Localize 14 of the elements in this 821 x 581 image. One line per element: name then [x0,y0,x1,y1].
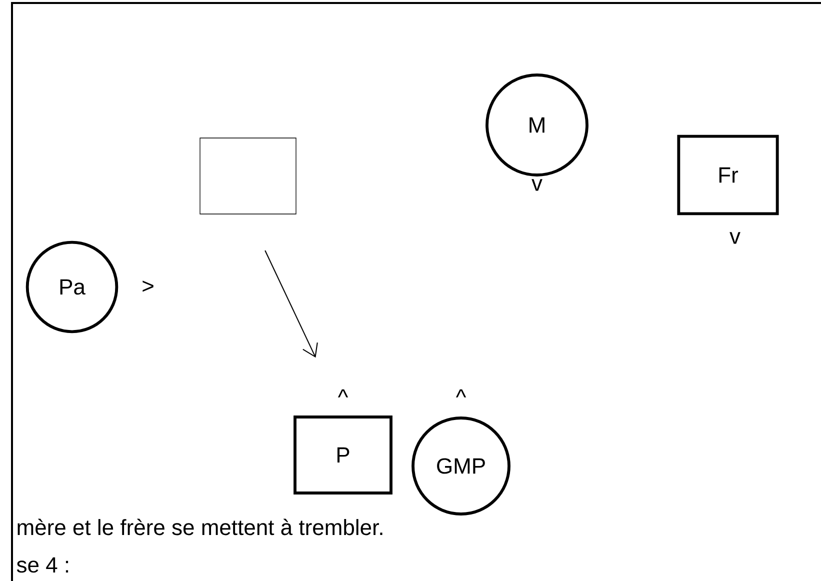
node-caption: > [142,280,154,292]
box-node: Fr [677,134,779,216]
node-caption: v [730,232,740,244]
node-caption: ^ [456,389,466,398]
node-caption: ^ [338,389,348,398]
circle-node: M [486,74,588,176]
arrow [264,250,318,358]
box-node: P [294,416,392,494]
circle-node: GMP [412,416,510,516]
box-node [200,138,296,214]
text-line: mère et le frère se mettent à trembler. [18,518,382,536]
node-caption: v [532,179,542,191]
circle-node: Pa [26,240,118,334]
text-line: se 4 : [16,557,68,573]
